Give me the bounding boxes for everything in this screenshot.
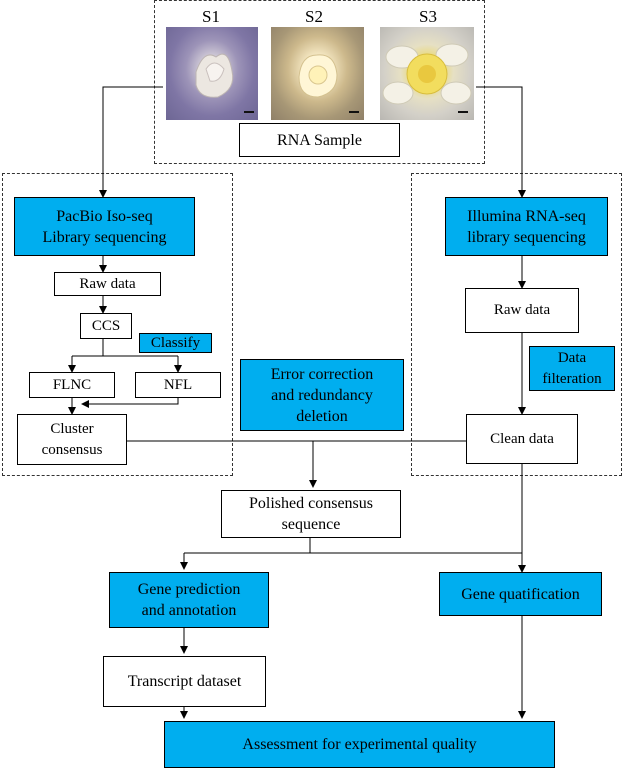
- polished-consensus-box: Polished consensus sequence: [221, 490, 401, 538]
- scale-bar-s2: [349, 111, 359, 113]
- transcript-dataset-box: Transcript dataset: [103, 656, 266, 707]
- clean-data-box: Clean data: [466, 414, 578, 464]
- flnc-box: FLNC: [29, 372, 115, 398]
- scale-bar-s1: [244, 111, 254, 113]
- flower-bud-icon: [298, 54, 338, 98]
- illumina-raw-data-box: Raw data: [465, 288, 579, 333]
- error-correction-box: Error correction and redundancy deletion: [240, 359, 404, 431]
- pacbio-raw-data-box: Raw data: [54, 272, 161, 296]
- scale-bar-s3: [458, 111, 468, 113]
- assessment-box: Assessment for experimental quality: [164, 721, 555, 768]
- open-flower-icon: [382, 43, 472, 105]
- flower-bud-icon: [195, 53, 234, 98]
- sample-label-s1: S1: [202, 7, 220, 26]
- illumina-group-frame: [411, 173, 622, 476]
- nfl-box: NFL: [135, 372, 221, 398]
- gene-quantification-box: Gene quatification: [439, 572, 602, 616]
- sample-photo-s3: [380, 27, 474, 120]
- pacbio-group-frame: [2, 173, 233, 476]
- sample-photo-s2: [271, 27, 364, 120]
- data-filtration-box: Data filteration: [529, 346, 615, 391]
- sample-label-s3: S3: [419, 7, 437, 26]
- sample-group-frame: [154, 0, 485, 164]
- ccs-box: CCS: [80, 313, 132, 339]
- sample-label-s2: S2: [305, 7, 323, 26]
- gene-prediction-box: Gene prediction and annotation: [109, 572, 269, 628]
- rna-sample-box: RNA Sample: [239, 123, 400, 157]
- pacbio-isoseq-box: PacBio Iso-seq Library sequencing: [14, 197, 195, 256]
- cluster-consensus-box: Cluster consensus: [17, 414, 127, 465]
- illumina-rnaseq-box: Illumina RNA-seq library sequencing: [445, 197, 608, 256]
- classify-box: Classify: [139, 333, 212, 353]
- sample-photo-s1: [166, 27, 258, 120]
